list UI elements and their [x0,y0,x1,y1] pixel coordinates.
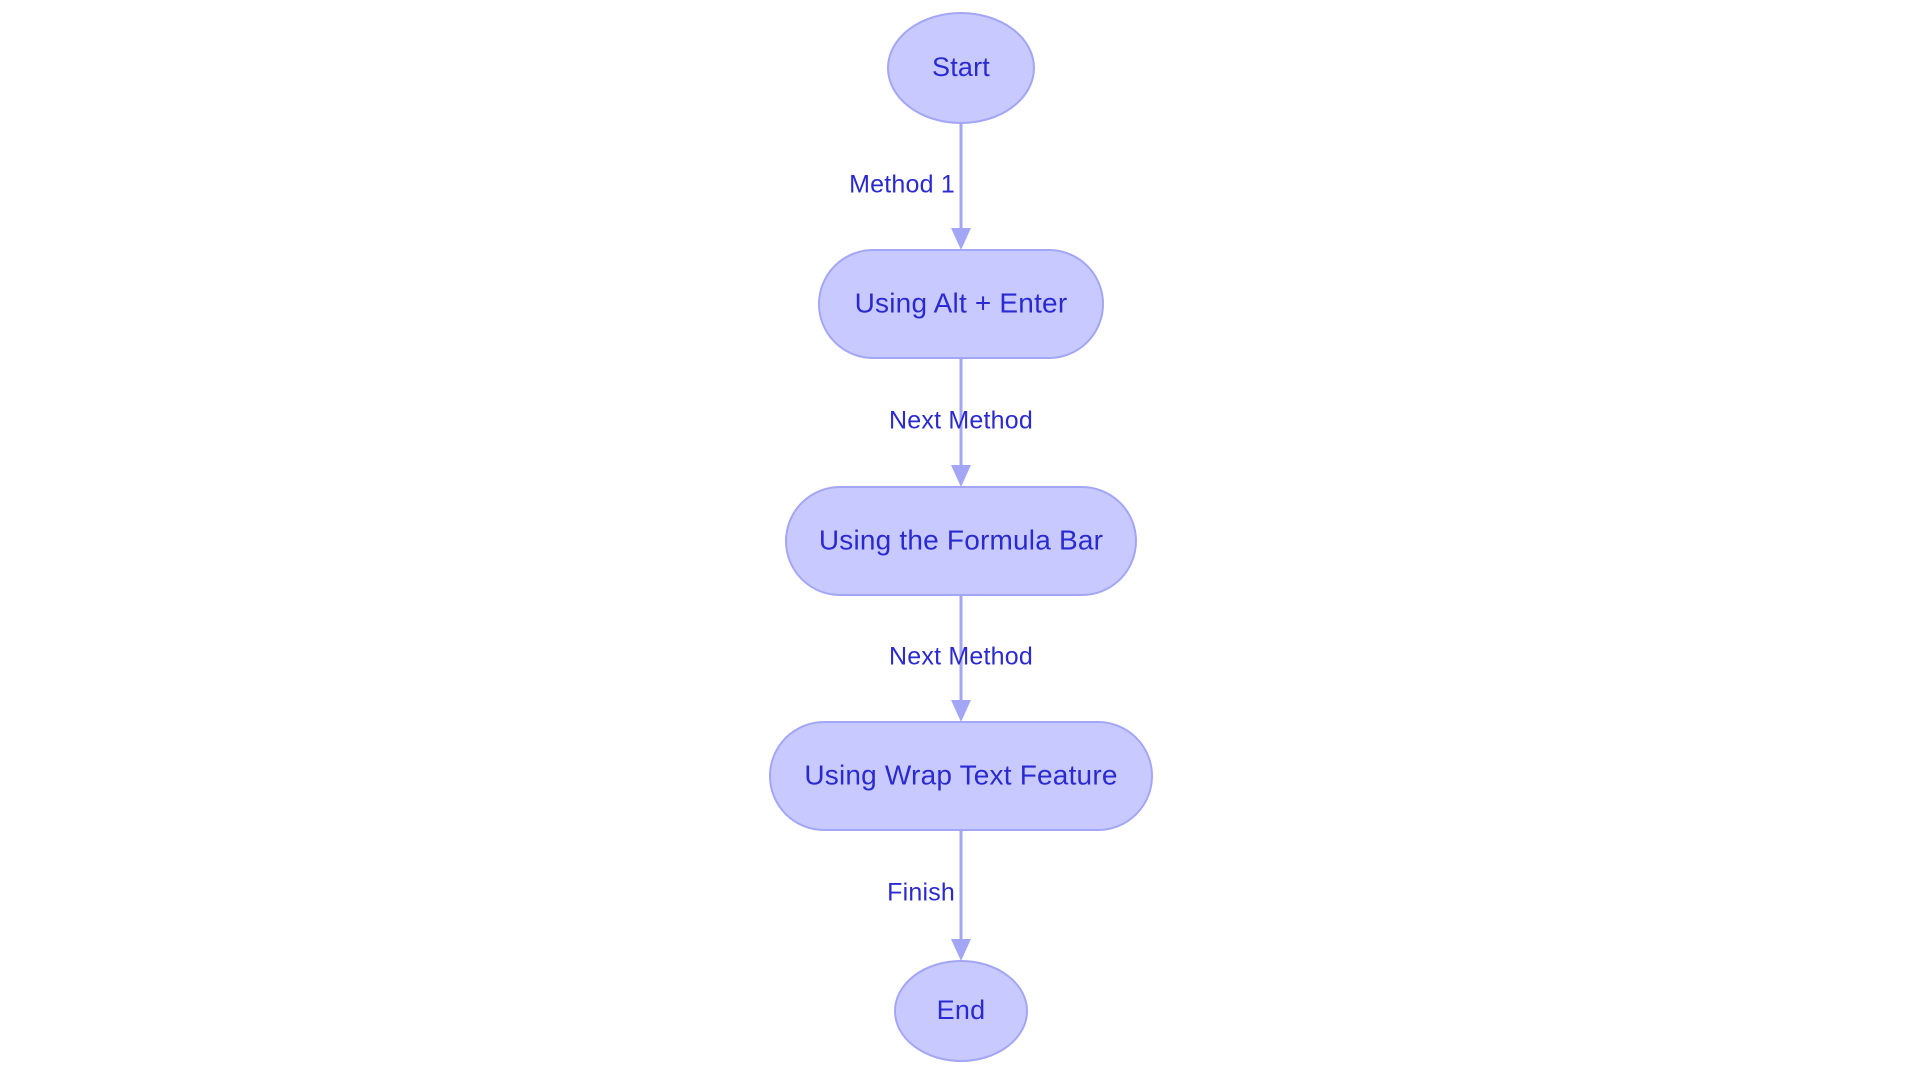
edge-label: Method 1 [849,171,955,199]
node-start[interactable]: Start [887,12,1035,124]
node-label: Using Wrap Text Feature [804,759,1117,790]
edge-start-to-alt [951,123,971,250]
edge-label: Next Method [889,643,1033,671]
node-shape[interactable] [769,721,1153,831]
edge-arrowhead-icon [951,465,971,487]
edge-arrowhead-icon [951,228,971,250]
node-label: End [937,995,986,1025]
edge-label: Next Method [889,407,1033,435]
edge-wrap-to-end [951,830,971,961]
node-alt[interactable]: Using Alt + Enter [818,249,1104,359]
edge-label: Finish [887,879,955,907]
edge-arrowhead-icon [951,700,971,722]
node-shape[interactable] [785,486,1137,596]
node-shape[interactable] [887,12,1035,124]
node-shape[interactable] [818,249,1104,359]
edge-arrowhead-icon [951,939,971,961]
edges-layer [951,123,971,961]
node-formula[interactable]: Using the Formula Bar [785,486,1137,596]
node-wrap[interactable]: Using Wrap Text Feature [769,721,1153,831]
node-end[interactable]: End [894,960,1028,1062]
edge-alt-to-formula [951,358,971,487]
node-label: Using the Formula Bar [819,524,1103,555]
node-label: Start [932,52,990,82]
edge-formula-to-wrap [951,595,971,722]
node-shape[interactable] [894,960,1028,1062]
node-label: Using Alt + Enter [855,287,1068,318]
